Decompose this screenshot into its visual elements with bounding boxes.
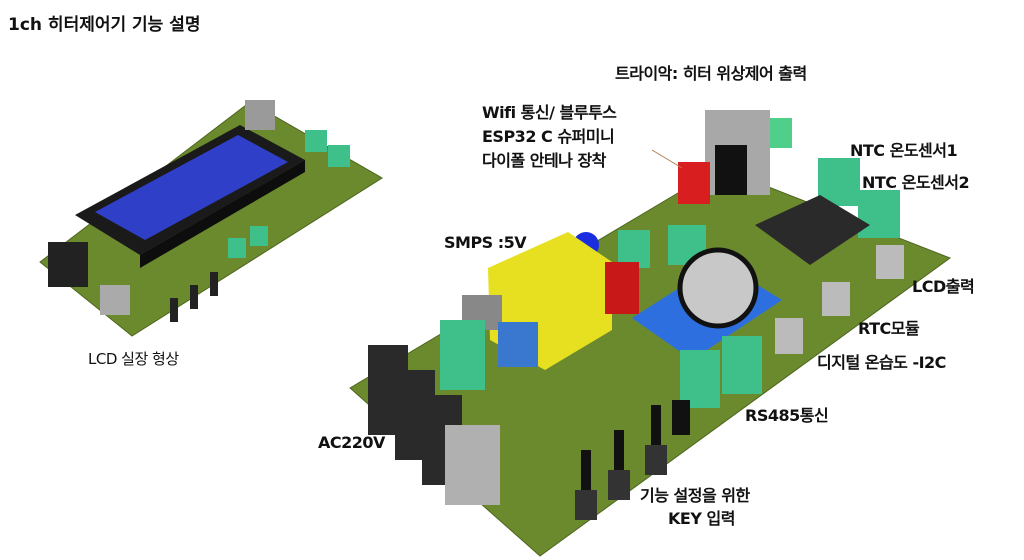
main-board (349, 110, 952, 557)
lcd-out-label: LCD출력 (912, 277, 975, 296)
esp32-board (755, 195, 870, 265)
wifi-module (678, 162, 710, 204)
triac-label: 트라이악: 히터 위상제어 출력 (615, 64, 807, 83)
smps-label: SMPS :5V (444, 233, 527, 252)
page-title: 1ch 히터제어기 기능 설명 (8, 15, 201, 35)
lcd-screen (95, 135, 288, 240)
lcd-board (39, 100, 383, 337)
rtc-label: RTC모듈 (858, 319, 920, 338)
ntc2-terminal (858, 190, 900, 238)
rs485-label: RS485통신 (745, 406, 829, 425)
wifi-label-line2: ESP32 C 슈퍼미니 (482, 127, 615, 146)
lcd-caption: LCD 실장 형상 (88, 350, 179, 368)
key-label-line2: KEY 입력 (668, 509, 735, 528)
humidity-label: 디지털 온습도 -I2C (817, 353, 946, 372)
rs485-terminal (680, 350, 720, 408)
wifi-label-line1: Wifi 통신/ 블루투스 (482, 103, 617, 122)
wifi-label-line3: 다이폴 안테나 장착 (482, 151, 606, 170)
ac-label: AC220V (318, 433, 385, 452)
coin-cell (677, 247, 759, 329)
ntc1-label: NTC 온도센서1 (850, 141, 958, 160)
ntc2-label: NTC 온도센서2 (862, 173, 970, 192)
key-label-line1: 기능 설정을 위한 (640, 486, 750, 505)
